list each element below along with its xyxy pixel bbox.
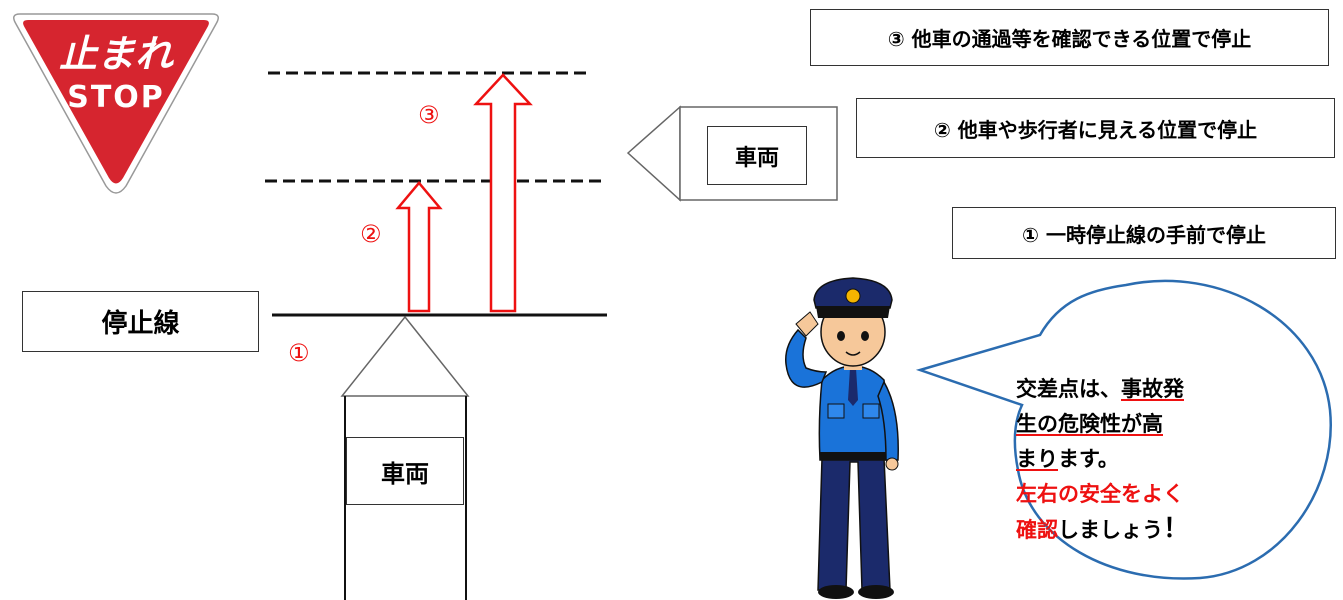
bubble-line-3: まります。 — [1016, 447, 1119, 471]
vehicle-side-label: 車両 — [707, 126, 807, 185]
stop-sign-text-jp: 止まれ — [58, 32, 173, 76]
bubble-line-1: 交差点は、事故発 — [1016, 377, 1184, 401]
arrow-3 — [473, 73, 533, 313]
bubble-line-2: 生の危険性が高 — [1016, 412, 1163, 436]
vehicle-bottom-label: 車両 — [346, 437, 464, 505]
vehicle-bottom — [340, 315, 470, 600]
marker-2: ② — [360, 220, 382, 248]
stop-sign — [13, 13, 219, 194]
bubble-line-5: 確認しましょう！ — [1016, 514, 1190, 544]
stop-line-label: 停止線 — [22, 291, 259, 352]
marker-1: ① — [288, 339, 310, 367]
speech-bubble-text: 交差点は、事故発 生の危険性が高 まります。 左右の安全をよく 確認しましょう！ — [1016, 372, 1256, 548]
bubble-line-4: 左右の安全をよく — [1016, 482, 1184, 506]
step-1-label: ① 一時停止線の手前で停止 — [952, 207, 1336, 259]
step-2-label: ② 他車や歩行者に見える位置で停止 — [856, 98, 1335, 158]
speech-bubble — [915, 279, 1332, 580]
marker-3: ③ — [418, 101, 440, 129]
step-3-label: ③ 他車の通過等を確認できる位置で停止 — [810, 9, 1329, 66]
arrow-2 — [395, 181, 443, 313]
police-officer-figure — [785, 277, 899, 599]
stop-sign-text-en: STOP — [67, 80, 165, 115]
